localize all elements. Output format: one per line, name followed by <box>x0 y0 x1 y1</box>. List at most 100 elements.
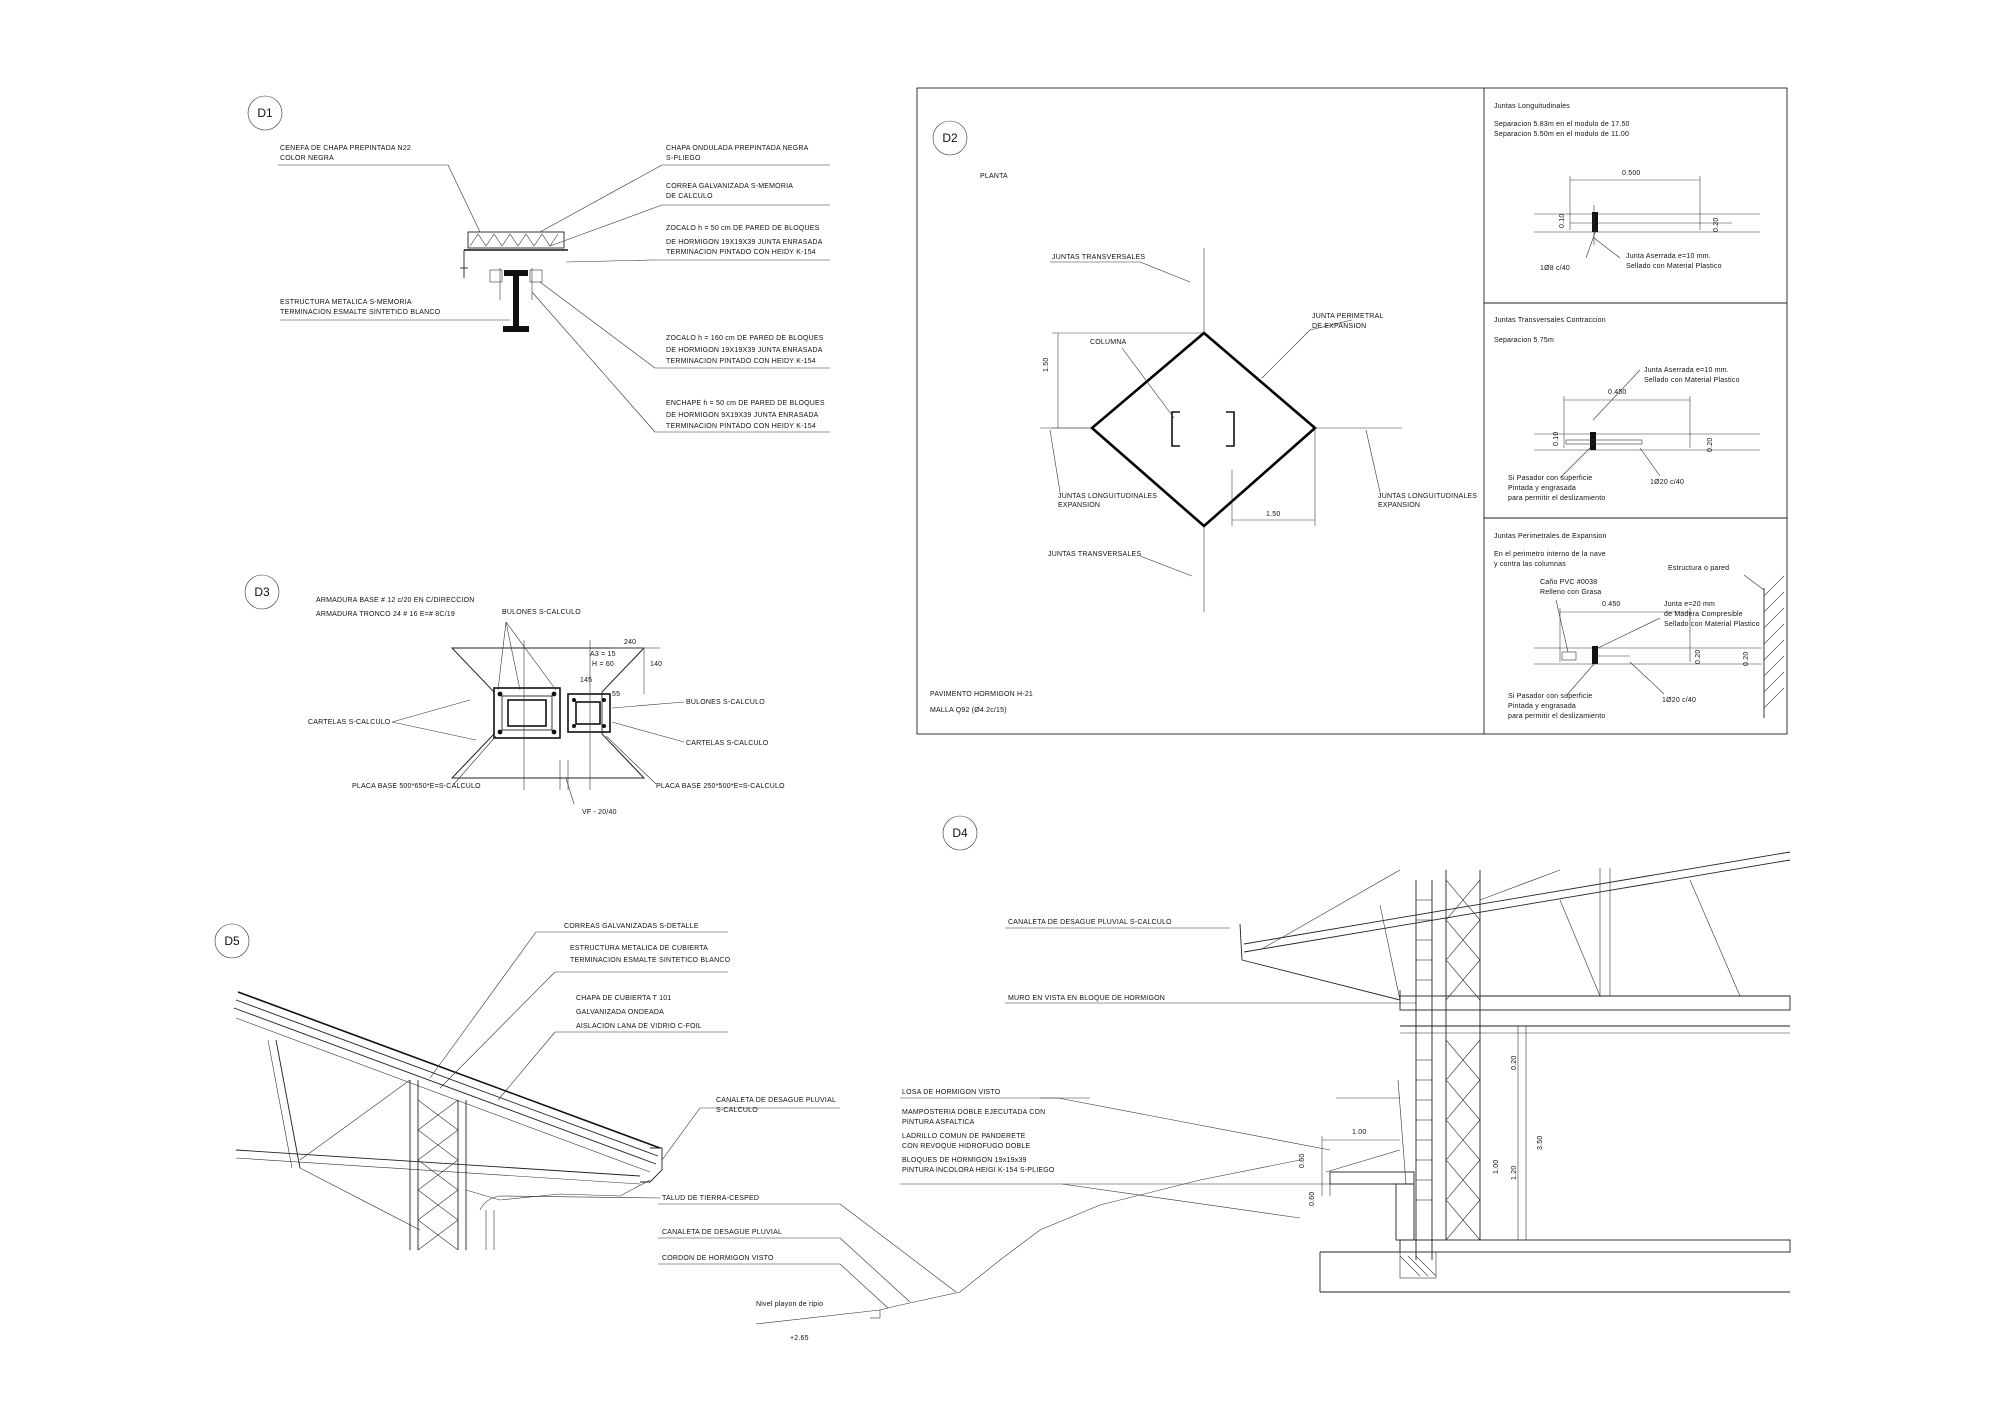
d4-label-pintura: PINTURA INCOLORA HEIGI K-154 S-PLIEGO <box>902 1167 1055 1174</box>
d1-label-enchape-c: TERMINACION PINTADO CON HEIDY K-154 <box>666 423 816 430</box>
d4-label-losa: LOSA DE HORMIGON VISTO <box>902 1089 1001 1096</box>
d1-label-chapa-pliego: S-PLIEGO <box>666 155 701 162</box>
d2-label-juntas-transv-bottom: JUNTAS TRANSVERSALES <box>1048 551 1141 558</box>
detail-d5-tag: D5 <box>224 934 240 948</box>
d2-label-juntas-long-left-exp: EXPANSION <box>1058 502 1100 509</box>
d2-transv-label-pintada: Pintada y engrasada <box>1508 485 1576 492</box>
d5-label-canaleta: CANALETA DE DESAGUE PLUVIAL <box>716 1097 836 1104</box>
d4-dim-upper-a: 0.20 <box>1511 1056 1518 1070</box>
detail-d5: D5 <box>214 923 1301 1342</box>
d2-transv-label-pasador: Si Pasador con superficie <box>1508 475 1592 482</box>
detail-d1: D1 CENEFA DE CHAPA PREPIN <box>247 95 830 433</box>
d2-dim-horizontal: 1.50 <box>1266 511 1280 518</box>
d1-label-zocalo50-c: TERMINACION PINTADO CON HEIDY K-154 <box>666 249 816 256</box>
d2-perim-label-estructura: Estructura o pared <box>1668 565 1729 572</box>
d1-label-chapa: CHAPA ONDULADA PREPINTADA NEGRA <box>666 145 809 152</box>
d2-long-label-junta: Junta Aserrada e=10 mm. <box>1626 253 1711 260</box>
d1-label-estructura-term: TERMINACION ESMALTE SINTETICO BLANCO <box>280 309 441 316</box>
d2-perim-dim-b: 0.20 <box>1743 652 1750 666</box>
d2-long-title: Juntas Longuitudinales <box>1494 103 1570 110</box>
d2-transv-dim-b: 0.20 <box>1707 438 1714 452</box>
d4-wall-section <box>1239 851 1791 1293</box>
d4-dim-lower-a: 1.20 <box>1511 1166 1518 1180</box>
d2-long-line1: Separacion 5.83m en el modulo de 17.50 <box>1494 121 1630 128</box>
d2-long-label-bar: 1Ø8 c/40 <box>1540 265 1570 272</box>
d2-label-junta-perimetral: JUNTA PERIMETRAL <box>1312 313 1384 320</box>
d1-label-enchape-b: DE HORMIGON 9X19X39 JUNTA ENRASADA <box>666 412 819 419</box>
d3-label-bulones-top: BULONES S-CALCULO <box>502 609 581 616</box>
d3-dim-140: 140 <box>650 661 662 668</box>
d2-long-dim-width: 0.500 <box>1622 170 1641 177</box>
d4-dim-ledge: 1.00 <box>1352 1129 1366 1136</box>
d5-label-estructura: ESTRUCTURA METALICA DE CUBIERTA <box>570 945 708 952</box>
d2-perim-line2: y contra las columnas <box>1494 561 1566 568</box>
d5-label-aislacion: AISLACION LANA DE VIDRIO C-FOIL <box>576 1023 702 1030</box>
d2-panel-transversales: Juntas Transversales Contraccion Separac… <box>1494 317 1760 502</box>
d5-label-canaleta-2: CANALETA DE DESAGUE PLUVIAL <box>662 1229 782 1236</box>
d2-transv-line1: Separacion 5.75m <box>1494 337 1554 344</box>
d4-label-muro: MURO EN VISTA EN BLOQUE DE HORMIGON <box>1008 995 1165 1002</box>
d5-label-canaleta-calculo: S-CALCULO <box>716 1107 758 1114</box>
detail-d3: D3 <box>244 574 785 816</box>
d1-roof-section <box>460 231 568 332</box>
detail-d1-tag-circle <box>247 95 283 131</box>
d3-dim-55: 55 <box>612 691 620 698</box>
d2-note-malla: MALLA Q92 (Ø4.2c/15) <box>930 707 1007 714</box>
d2-transv-label-junta: Junta Aserrada e=10 mm. <box>1644 367 1729 374</box>
detail-d3-tag: D3 <box>254 585 270 599</box>
d1-label-cenefa: CENEFA DE CHAPA PREPINTADA N22 <box>280 145 411 152</box>
d2-panel-longitudinales: Juntas Longuitudinales Separacion 5.83m … <box>1494 103 1760 272</box>
d2-perim-label-madera: de Madera Compresible <box>1664 611 1743 618</box>
d3-label-cartelas-left: CARTELAS S-CALCULO <box>308 719 391 726</box>
d5-label-correas: CORREAS GALVANIZADAS S-DETALLE <box>564 923 699 930</box>
d2-frame <box>916 87 1788 735</box>
d1-label-zocalo160-a: ZOCALO h = 160 cm DE PARED DE BLOQUES <box>666 335 824 342</box>
d2-long-dim-b: 0.20 <box>1713 218 1720 232</box>
d5-label-chapa: CHAPA DE CUBIERTA T 101 <box>576 995 671 1002</box>
d3-base-plate <box>450 640 660 790</box>
d2-note-pavimento: PAVIMENTO HORMIGON H-21 <box>930 691 1033 698</box>
d4-dim-ledge-height: 0.60 <box>1299 1154 1306 1168</box>
d4-dim-ledge-low: 0.60 <box>1309 1192 1316 1206</box>
d5-label-galvanizada: GALVANIZADA ONDEADA <box>576 1009 664 1016</box>
d2-panel-perimetrales: Juntas Perimetrales de Expansion En el p… <box>1494 533 1785 720</box>
d5-label-talud: TALUD DE TIERRA-CESPED <box>662 1195 759 1202</box>
d2-label-columna: COLUMNA <box>1090 339 1127 346</box>
d2-transv-label-desliz: para permitir el deslizamiento <box>1508 495 1605 502</box>
d3-label-cartelas-right: CARTELAS S-CALCULO <box>686 740 769 747</box>
d2-dim-vertical: 1.50 <box>1043 358 1050 372</box>
d4-label-mamposteria: MAMPOSTERIA DOBLE EJECUTADA CON <box>902 1109 1045 1116</box>
d4-label-ladrillo: LADRILLO COMUN DE PANDERETE <box>902 1133 1026 1140</box>
d2-transv-dim-a: 0.10 <box>1553 432 1560 446</box>
d2-perim-line1: En el perimetro interno de la nave <box>1494 551 1606 558</box>
d4-label-asfaltica: PINTURA ASFALTICA <box>902 1119 975 1126</box>
d3-dim-a3: A3 = 15 <box>590 651 616 658</box>
d2-label-juntas-long-right-exp: EXPANSION <box>1378 502 1420 509</box>
d5-label-terminacion: TERMINACION ESMALTE SINTETICO BLANCO <box>570 957 731 964</box>
d1-label-correa: CORREA GALVANIZADA S-MEMORIA <box>666 183 793 190</box>
d3-dim-h: H = 60 <box>592 661 614 668</box>
d2-perim-label-junta: Junta e=20 mm <box>1664 601 1715 608</box>
d4-dim-lower-b: 1.00 <box>1493 1160 1500 1174</box>
d2-label-junta-perimetral-exp: DE EXPANSION <box>1312 323 1366 330</box>
d3-label-placa-base-left: PLACA BASE 500*650*E=S-CALCULO <box>352 783 481 790</box>
d3-label-placa-base-right: PLACA BASE 250*500*E=S-CALCULO <box>656 783 785 790</box>
d2-transv-title: Juntas Transversales Contraccion <box>1494 317 1606 324</box>
d3-label-armadura-tronco: ARMADURA TRONCO 24 # 16 E=# 8C/19 <box>316 611 455 618</box>
d2-label-juntas-long-left: JUNTAS LONGUITUDINALES <box>1058 493 1157 500</box>
d1-label-zocalo160-c: TERMINACION PINTADO CON HEIDY K-154 <box>666 358 816 365</box>
d3-label-bulones-right: BULONES S-CALCULO <box>686 699 765 706</box>
d2-transv-label-bar: 1Ø20 c/40 <box>1650 479 1684 486</box>
d2-plan-diamond <box>1040 248 1402 612</box>
d2-transv-label-sellado: Sellado con Material Plastico <box>1644 377 1740 384</box>
d2-perim-label-bar: 1Ø20 c/40 <box>1662 697 1696 704</box>
d2-perim-label-pintada: Pintada y engrasada <box>1508 703 1576 710</box>
d2-transv-dim-width: 0.450 <box>1608 389 1627 396</box>
d4-label-revoque: CON REVOQUE HIDROFUGO DOBLE <box>902 1143 1030 1150</box>
d2-perim-dim-a: 0.20 <box>1695 650 1702 664</box>
d2-perim-label-sellado: Sellado con Material Plastico <box>1664 621 1760 628</box>
d4-label-bloques: BLOQUES DE HORMIGON 19x19x39 <box>902 1157 1027 1164</box>
d1-label-estructura: ESTRUCTURA METALICA S-MEMORIA <box>280 299 412 306</box>
detail-d1-tag: D1 <box>257 106 273 120</box>
d5-label-cordon: CORDON DE HORMIGON VISTO <box>662 1255 774 1262</box>
